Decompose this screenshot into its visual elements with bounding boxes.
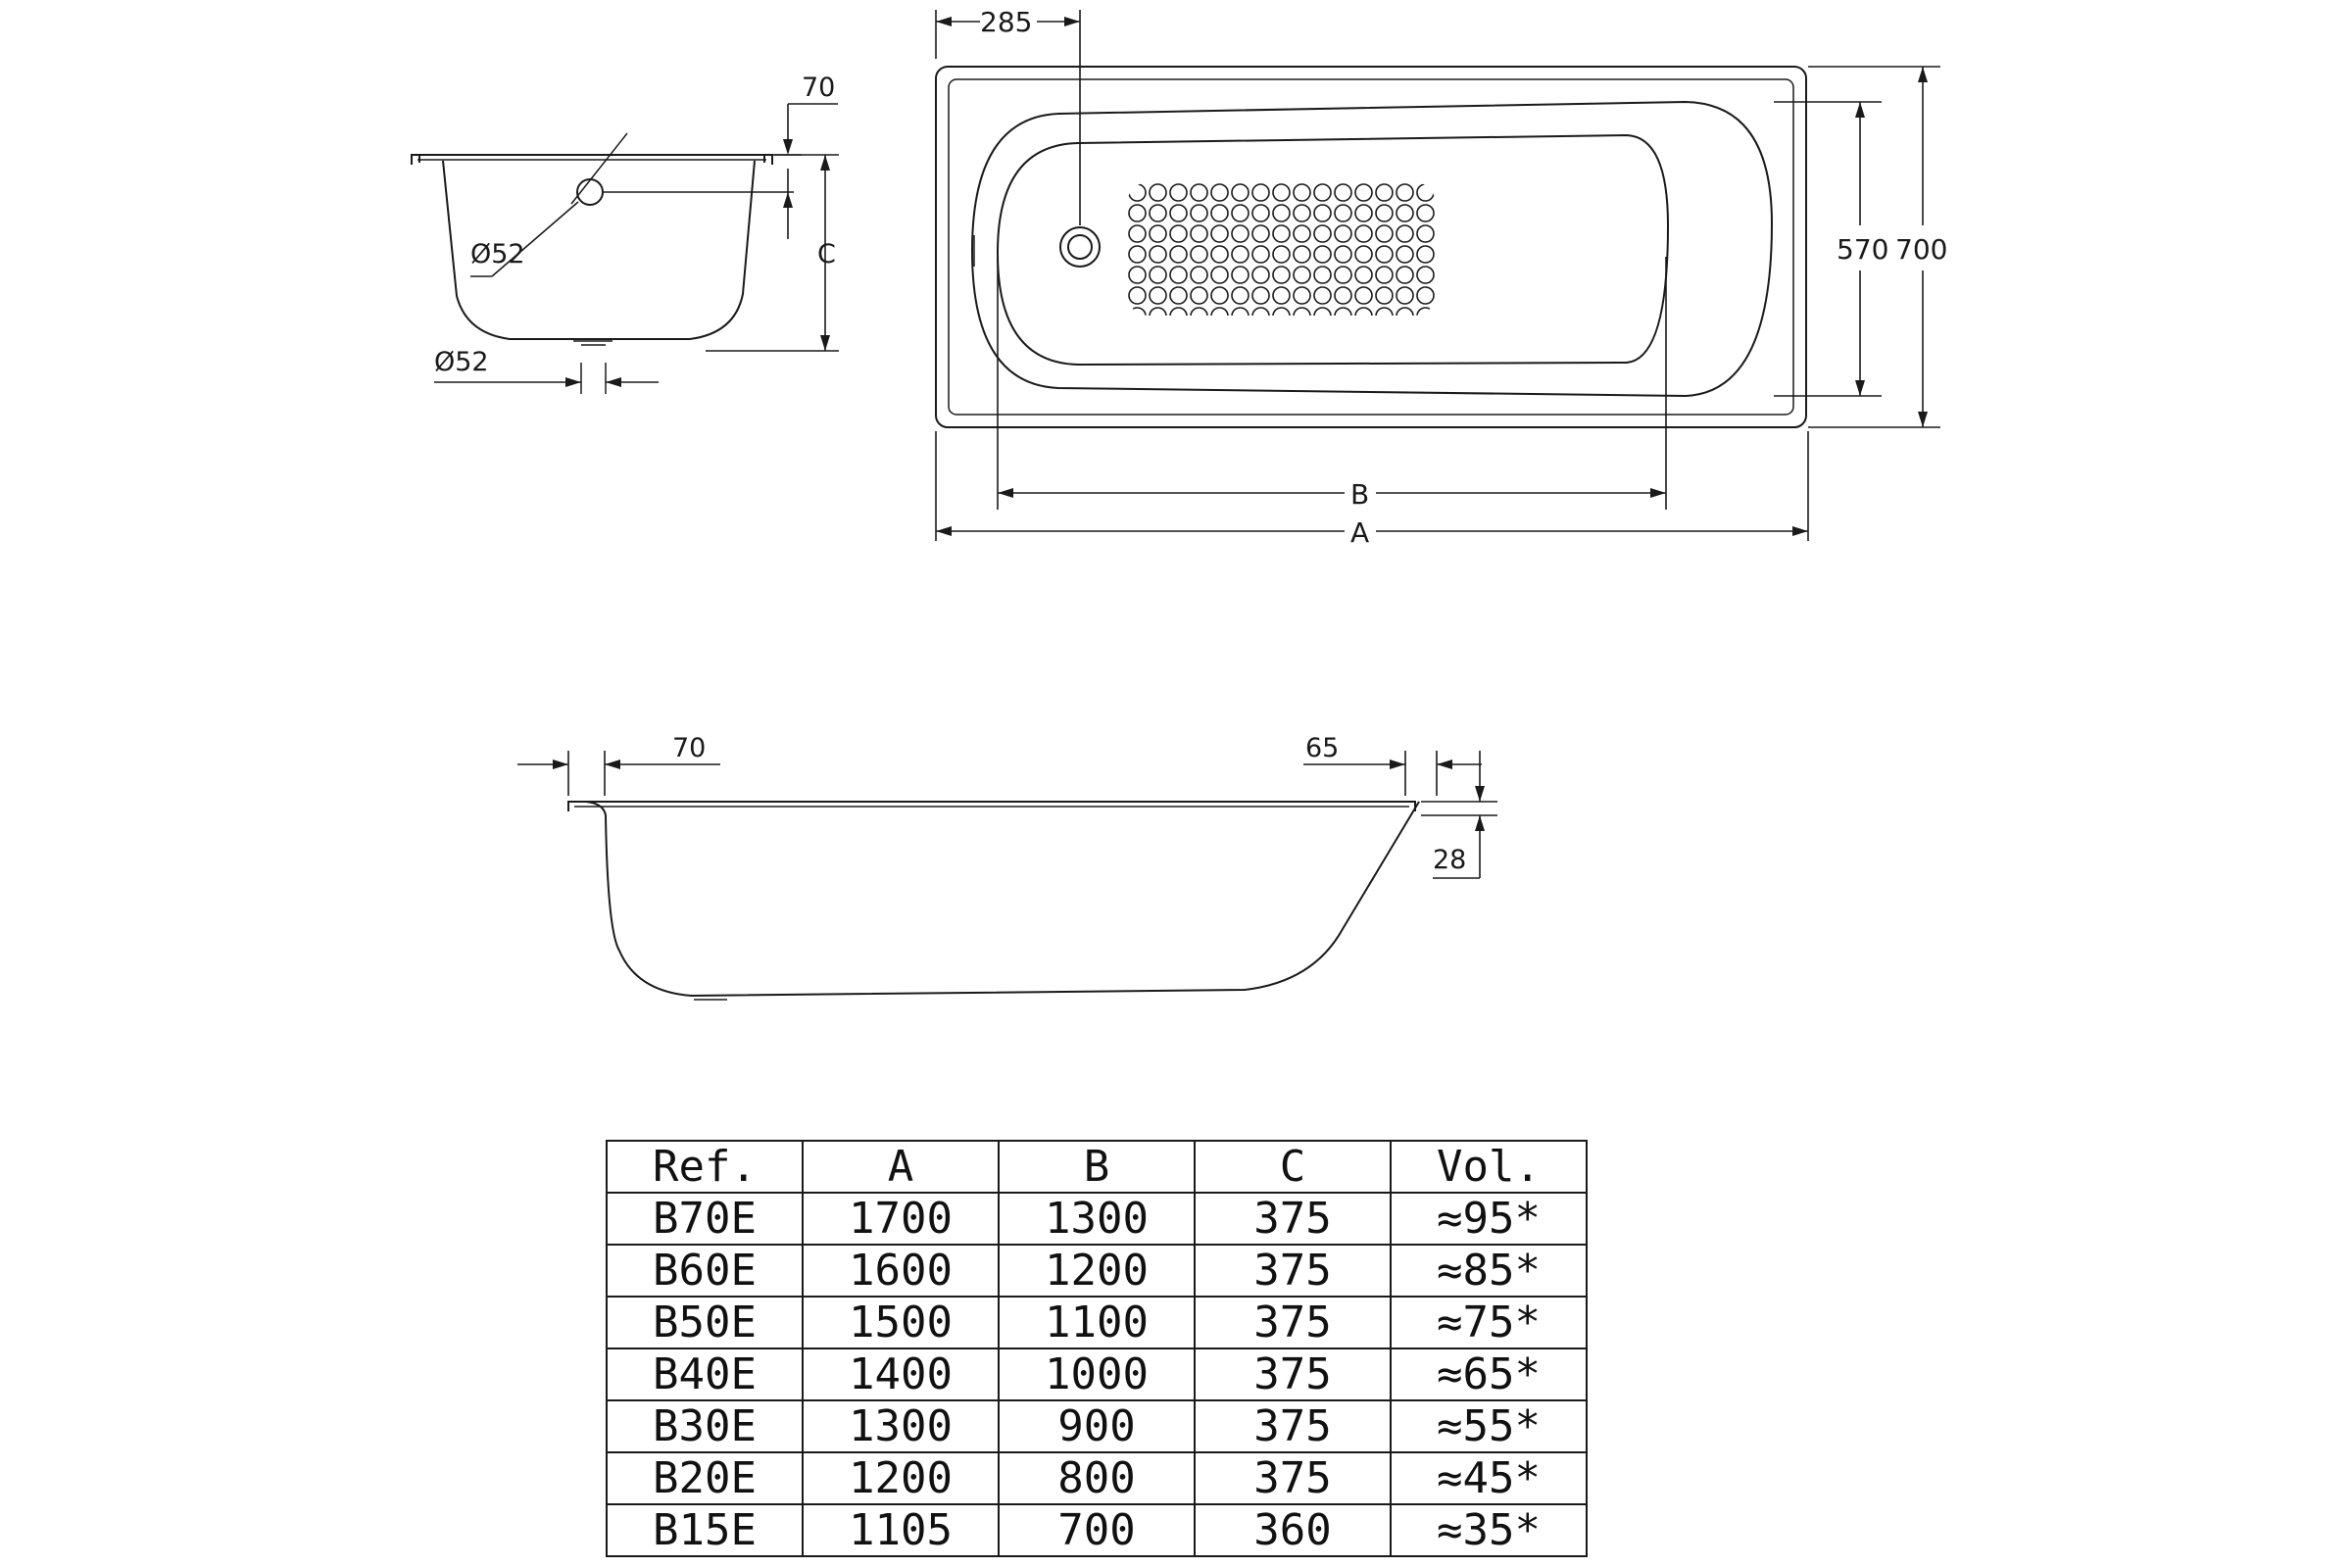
right-flange-label: 65 [1305,733,1339,763]
side-view: 70 65 28 [517,733,1497,1001]
cell-b: 1300 [998,1192,1196,1246]
drain-diameter-label: Ø52 [434,347,489,377]
table-row: B30E 1300 900 375 ≈55* [606,1399,1588,1453]
rim-height-label: 28 [1433,845,1466,875]
cell-b: 700 [998,1503,1196,1557]
cell-a: 1600 [802,1244,1000,1298]
overflow-leader [491,201,579,277]
table-row: B50E 1500 1100 375 ≈75* [606,1296,1588,1349]
table-row: B70E 1700 1300 375 ≈95* [606,1192,1588,1246]
cell-c: 375 [1194,1451,1392,1505]
outer-length-a-label: A [1350,516,1369,549]
inner-width-label: 570 [1837,233,1888,266]
table-row: B20E 1200 800 375 ≈45* [606,1451,1588,1505]
header-c: C [1194,1140,1392,1194]
header-b: B [998,1140,1196,1194]
outer-width-label: 700 [1895,233,1947,266]
spec-table: Ref. A B C Vol. B70E 1700 1300 375 ≈95* … [606,1140,1588,1557]
cell-a: 1400 [802,1348,1000,1401]
cell-a: 1700 [802,1192,1000,1246]
table-row: B60E 1600 1200 375 ≈85* [606,1244,1588,1298]
cell-vol: ≈35* [1390,1503,1588,1557]
basin-outline [970,100,1774,398]
cell-a: 1300 [802,1399,1000,1453]
inner-length-b-label: B [1350,478,1369,511]
header-a: A [802,1140,1000,1194]
cell-ref: B40E [606,1348,804,1401]
height-c-label: C [817,239,836,270]
cell-ref: B15E [606,1503,804,1557]
cell-vol: ≈85* [1390,1244,1588,1298]
cell-ref: B60E [606,1244,804,1298]
overflow-diameter-label: Ø52 [470,239,525,270]
cell-vol: ≈95* [1390,1192,1588,1246]
cell-c: 360 [1194,1503,1392,1557]
header-vol: Vol. [1390,1140,1588,1194]
drain-inner [1067,234,1093,260]
anti-slip-pattern [1127,182,1436,316]
header-ref: Ref. [606,1140,804,1194]
rim-outer [935,66,1807,428]
cell-vol: ≈65* [1390,1348,1588,1401]
plan-view: 285 570 700 B A [935,6,1947,549]
left-flange-label: 70 [672,733,706,763]
cell-b: 1000 [998,1348,1196,1401]
cell-b: 900 [998,1399,1196,1453]
end-view: Ø52 70 C Ø52 [411,73,839,394]
side-view-outline [567,801,1420,998]
cell-c: 375 [1194,1192,1392,1246]
drain-offset-label: 285 [980,6,1032,38]
cell-vol: ≈45* [1390,1451,1588,1505]
cell-c: 375 [1194,1244,1392,1298]
cell-ref: B30E [606,1399,804,1453]
cell-a: 1105 [802,1503,1000,1557]
cell-c: 375 [1194,1296,1392,1349]
cell-b: 1200 [998,1244,1196,1298]
cell-ref: B20E [606,1451,804,1505]
cell-ref: B50E [606,1296,804,1349]
cell-c: 375 [1194,1399,1392,1453]
cell-ref: B70E [606,1192,804,1246]
basin-floor [996,133,1670,367]
cell-b: 1100 [998,1296,1196,1349]
end-view-outline [411,154,773,340]
table-header-row: Ref. A B C Vol. [606,1140,1588,1194]
cell-vol: ≈75* [1390,1296,1588,1349]
flange-dimension-label: 70 [802,73,835,103]
cell-vol: ≈55* [1390,1399,1588,1453]
cell-a: 1500 [802,1296,1000,1349]
table-row: B40E 1400 1000 375 ≈65* [606,1348,1588,1401]
drain-outer [1059,226,1101,268]
cell-b: 800 [998,1451,1196,1505]
table-row: B15E 1105 700 360 ≈35* [606,1503,1588,1557]
cell-c: 375 [1194,1348,1392,1401]
cell-a: 1200 [802,1451,1000,1505]
